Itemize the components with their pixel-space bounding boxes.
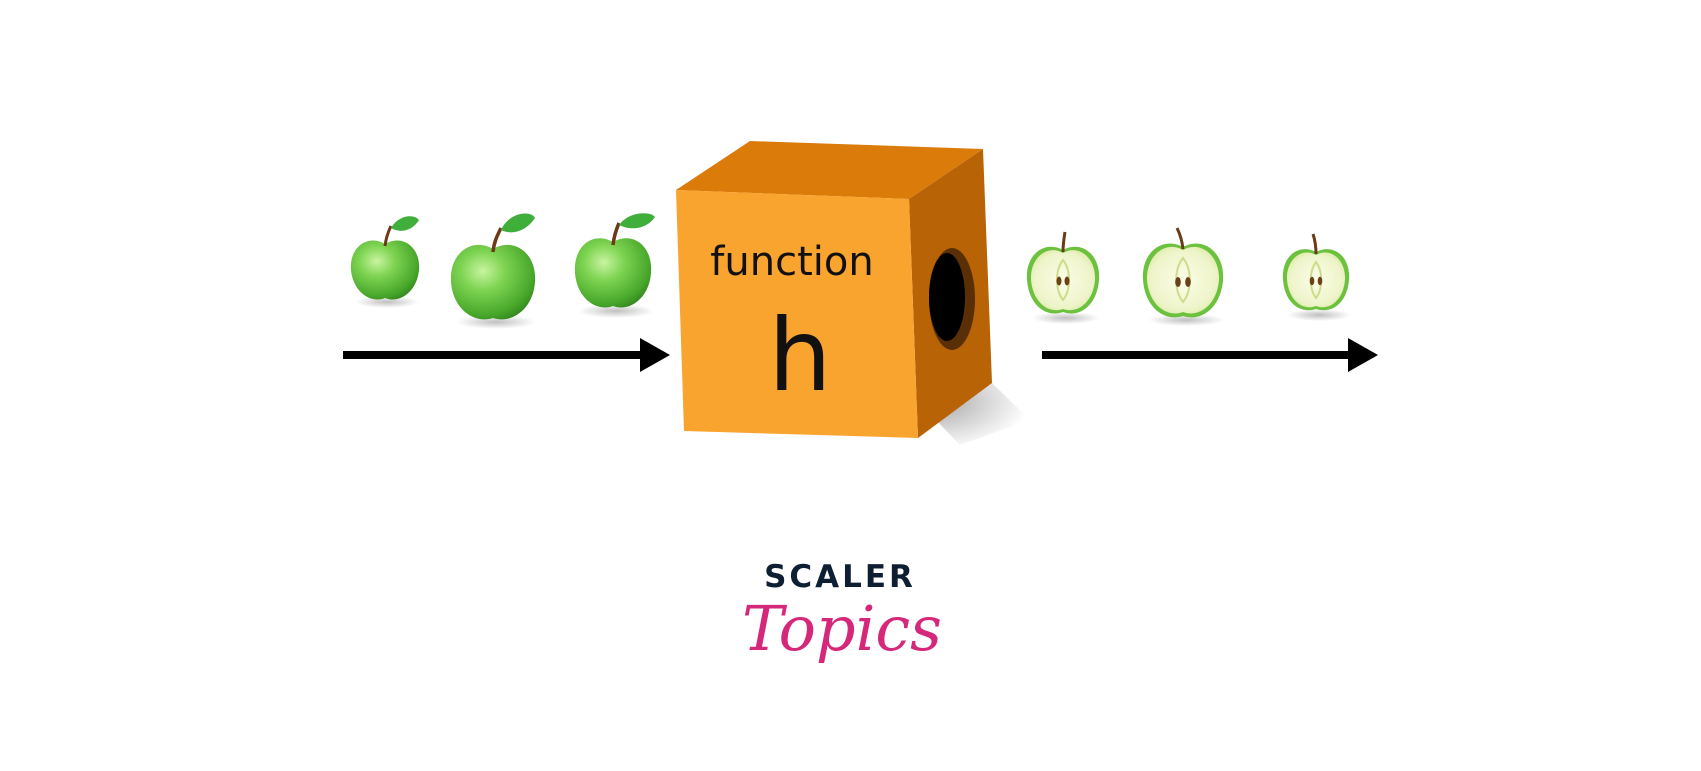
half-apple-icon: [1142, 227, 1224, 326]
brand-topics: Topics: [742, 592, 942, 665]
brand-scaler: SCALER: [764, 559, 916, 595]
whole-apple-icon: [350, 216, 420, 308]
box-label: function: [710, 239, 873, 285]
box-hole-inner: [929, 253, 965, 341]
output-arrow: [1042, 338, 1378, 372]
box-front-face: [676, 190, 918, 438]
input-apples: [350, 213, 655, 329]
input-arrow: [343, 338, 670, 372]
function-box: function h: [676, 141, 1030, 445]
whole-apple-icon: [574, 213, 655, 318]
brand-logo: SCALER Topics: [742, 559, 942, 665]
box-symbol: h: [768, 297, 831, 414]
whole-apple-icon: [450, 213, 536, 329]
output-apples: [1026, 227, 1351, 326]
half-apple-icon: [1282, 233, 1351, 321]
half-apple-icon: [1026, 231, 1100, 324]
box-top-face: [676, 141, 983, 199]
